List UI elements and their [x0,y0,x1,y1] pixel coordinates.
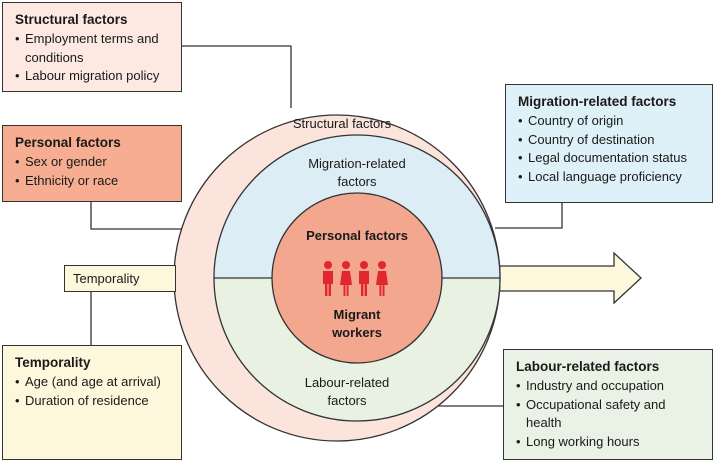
list-item: Industry and occupation [516,377,702,396]
labour-circle-label-line2: factors [327,393,367,408]
box-title: Personal factors [15,135,121,150]
list-item: Long working hours [516,433,702,452]
person-figure [376,261,388,296]
list-item: Labour migration policy [15,67,171,86]
list-item: Sex or gender [15,153,171,172]
personal-factors-box: Personal factors Sex or gender Ethnicity… [2,125,182,202]
list-item: Duration of residence [15,392,171,411]
person-figure [340,261,352,296]
personal-circle-label: Personal factors [306,228,408,243]
labour-related-factors-box: Labour-related factors Industry and occu… [503,349,713,460]
box-list: Employment terms and conditions Labour m… [15,30,171,86]
box-title: Migration-related factors [518,94,677,109]
connector-structural [182,45,292,108]
box-title: Labour-related factors [516,359,660,374]
list-item: Local language proficiency [518,168,702,187]
box-list: Age (and age at arrival) Duration of res… [15,373,171,410]
migration-circle-label: Migration-related factors [277,155,437,191]
list-item: Age (and age at arrival) [15,373,171,392]
box-title: Structural factors [15,12,128,27]
structural-ring-label: Structural factors [292,116,392,131]
labour-circle-label-line1: Labour-related [304,375,390,390]
box-list: Sex or gender Ethnicity or race [15,153,171,190]
structural-factors-box: Structural factors Employment terms and … [2,2,182,92]
person-figure [323,261,333,296]
list-item: Occupational safety and health [516,396,702,433]
list-item: Country of origin [518,112,702,131]
personal-circle [271,192,443,364]
list-item: Ethnicity or race [15,172,171,191]
box-title: Temporality [15,355,91,370]
migration-related-factors-box: Migration-related factors Country of ori… [505,84,713,203]
list-item: Legal documentation status [518,149,702,168]
center-label-line2: workers [332,325,382,340]
center-label-line1: Migrant [333,307,381,322]
box-list: Country of origin Country of destination… [518,112,702,186]
list-item: Country of destination [518,131,702,150]
migration-circle-label-line2: factors [337,174,377,189]
person-figure [359,261,369,296]
box-list: Industry and occupation Occupational saf… [516,377,702,451]
center-label: Migrant workers [307,306,407,342]
labour-circle-label: Labour-related factors [272,374,422,410]
list-item: Employment terms and conditions [15,30,171,67]
migration-circle-label-line1: Migration-related [308,156,406,171]
temporality-box: Temporality Age (and age at arrival) Dur… [2,345,182,460]
temporality-arrow-label: Temporality [64,265,176,292]
migrant-workers-icon [323,261,388,296]
connector-migration [495,203,563,229]
